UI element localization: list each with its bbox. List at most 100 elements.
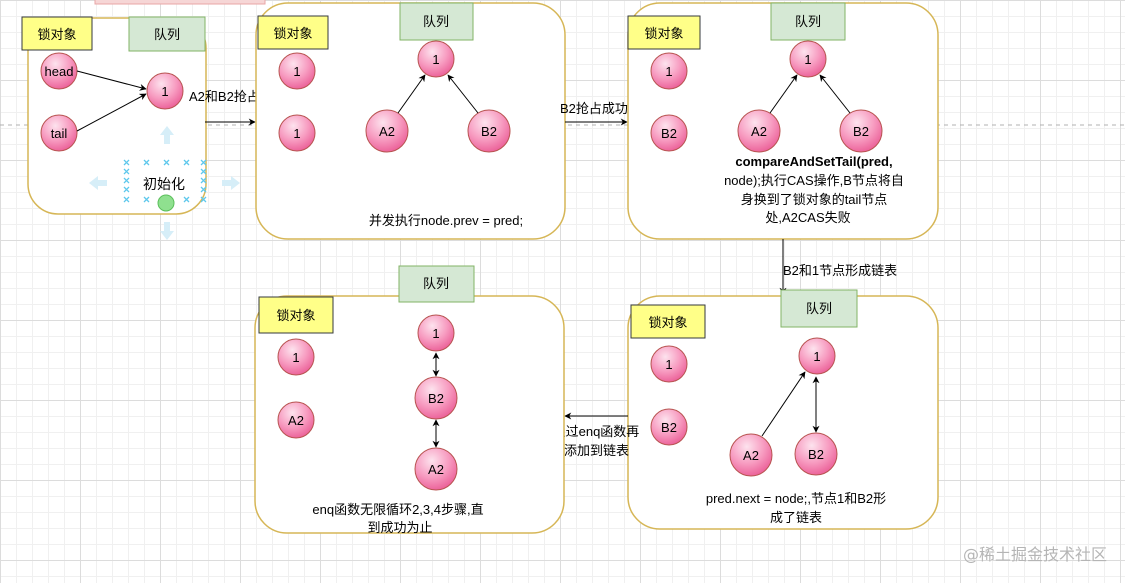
lock-head-label: 1 — [665, 64, 672, 79]
b2-prev-arrow — [447, 74, 479, 114]
node-b2 — [794, 432, 838, 476]
lock-head-node — [278, 52, 316, 90]
queue-box — [128, 16, 206, 52]
queue-node-a2 — [414, 447, 458, 491]
queue-label: 队列 — [423, 14, 449, 29]
queue-box — [780, 289, 858, 328]
note-enq-line-2: 到成功为止 — [367, 520, 432, 535]
handle-down-icon[interactable] — [160, 222, 174, 240]
init-selection[interactable]: 初始化 — [89, 126, 240, 240]
lock-tail-node — [650, 114, 688, 152]
lock-head-label: 1 — [292, 350, 299, 365]
lock-object-box — [630, 304, 706, 339]
note-pred-next-line-2: 成了链表 — [770, 510, 822, 525]
tail-node — [40, 114, 78, 152]
lock-head-node — [650, 345, 688, 383]
tail-node-label: tail — [51, 126, 68, 141]
note-cas-line-3: 身换到了锁对象的tail节点 — [741, 192, 888, 207]
lock-object-label: 锁对象 — [276, 308, 315, 323]
node-1 — [146, 72, 184, 110]
note-concurrent: 并发执行node.prev = pred; — [369, 213, 523, 228]
a2-prev-arrow — [397, 74, 426, 114]
lock-object-label: 锁对象 — [648, 315, 687, 330]
lock-head-node — [650, 52, 688, 90]
queue-label: 队列 — [806, 301, 832, 316]
selection-marks — [123, 159, 207, 203]
edge-link-form-label: B2和1节点形成链表 — [783, 263, 897, 278]
queue-label: 队列 — [423, 276, 449, 291]
node-b2-label: B2 — [853, 124, 869, 139]
handle-left-icon[interactable] — [89, 176, 107, 190]
queue-node-1-label: 1 — [432, 326, 439, 341]
lock-object-box — [21, 16, 93, 51]
edge-contend-label: A2和B2抢占 — [189, 89, 260, 104]
rotate-handle[interactable] — [157, 194, 175, 212]
queue-label: 队列 — [154, 27, 180, 42]
b2-prev-arrow — [819, 74, 851, 114]
lock-tail-node — [278, 114, 316, 152]
lock-object-label: 锁对象 — [644, 26, 683, 41]
note-pred-next-line-1: pred.next = node;,节点1和B2形 — [706, 491, 886, 506]
queue-label: 队列 — [795, 14, 821, 29]
queue-node-a2-label: A2 — [428, 462, 444, 477]
queue-node-1-label: 1 — [432, 52, 439, 67]
lock-tail-label: A2 — [288, 413, 304, 428]
lock-object-label: 锁对象 — [37, 27, 76, 42]
queue-node-1 — [417, 314, 455, 352]
a2-prev-arrow — [769, 74, 798, 114]
node-a2 — [737, 109, 781, 153]
lock-tail-label: B2 — [661, 126, 677, 141]
init-label: 初始化 — [143, 176, 185, 192]
tail-arrow — [76, 93, 147, 132]
queue-node-b2-label: B2 — [428, 391, 444, 406]
queue-box — [398, 265, 475, 303]
lock-object-box — [257, 15, 329, 50]
queue-box — [770, 2, 846, 41]
panel-concurrent: 锁对象 队列 1 1 1 A2 B2 并发执行node.prev = pred; — [255, 2, 566, 240]
queue-node-1 — [798, 337, 836, 375]
queue-node-1-label: 1 — [813, 349, 820, 364]
queue-node-1-label: 1 — [804, 52, 811, 67]
panel-cas: 锁对象 队列 1 B2 1 A2 B2 compareAndSetTail(pr… — [627, 2, 939, 240]
node-b2-label: B2 — [481, 124, 497, 139]
queue-node-b2 — [414, 376, 458, 420]
node-a2 — [729, 433, 773, 477]
node-a2-label: A2 — [751, 124, 767, 139]
queue-node-1 — [789, 40, 827, 78]
lock-head-label: 1 — [665, 357, 672, 372]
node-b2-label: B2 — [808, 447, 824, 462]
node-1-label: 1 — [161, 84, 168, 99]
lock-head-node — [277, 338, 315, 376]
panel-initialize: 锁对象 队列 head tail 1 初始化 — [21, 16, 240, 240]
handle-right-icon[interactable] — [222, 176, 240, 190]
watermark: @稀土掘金技术社区 — [963, 545, 1107, 564]
node-a2-label: A2 — [743, 448, 759, 463]
lock-tail-node — [650, 408, 688, 446]
lock-head-label: 1 — [293, 64, 300, 79]
a2-prev-arrow — [761, 371, 806, 437]
note-cas-line-2: node);执行CAS操作,B节点将自 — [724, 173, 904, 188]
lock-object-box — [627, 15, 701, 50]
lock-tail-label: B2 — [661, 420, 677, 435]
handle-up-icon[interactable] — [160, 126, 174, 144]
panel-enq: 锁对象 队列 1 A2 1 B2 A2 enq函数无限循环2,3,4步骤,直 到… — [254, 265, 565, 535]
note-cas-line-1: compareAndSetTail(pred, — [735, 154, 892, 169]
panel-pred-next: 锁对象 队列 1 B2 1 A2 B2 pred.next = node;,节点… — [627, 289, 939, 530]
queue-box — [399, 2, 474, 41]
node-b2 — [839, 109, 883, 153]
lock-tail-label: 1 — [293, 126, 300, 141]
top-tab — [94, 0, 266, 5]
edge-b2-success-label: B2抢占成功 — [560, 101, 628, 116]
node-b2 — [467, 109, 511, 153]
lock-object-box — [258, 296, 334, 334]
note-cas-line-4: 处,A2CAS失败 — [765, 210, 850, 225]
lock-tail-node — [277, 401, 315, 439]
edge-enq-again-line-2: 次添加到链表 — [551, 443, 629, 458]
queue-node-1 — [417, 40, 455, 78]
head-node-label: head — [45, 64, 74, 79]
head-arrow — [76, 70, 147, 91]
lock-object-label: 锁对象 — [273, 26, 312, 41]
node-a2 — [365, 109, 409, 153]
note-enq-line-1: enq函数无限循环2,3,4步骤,直 — [312, 502, 483, 517]
